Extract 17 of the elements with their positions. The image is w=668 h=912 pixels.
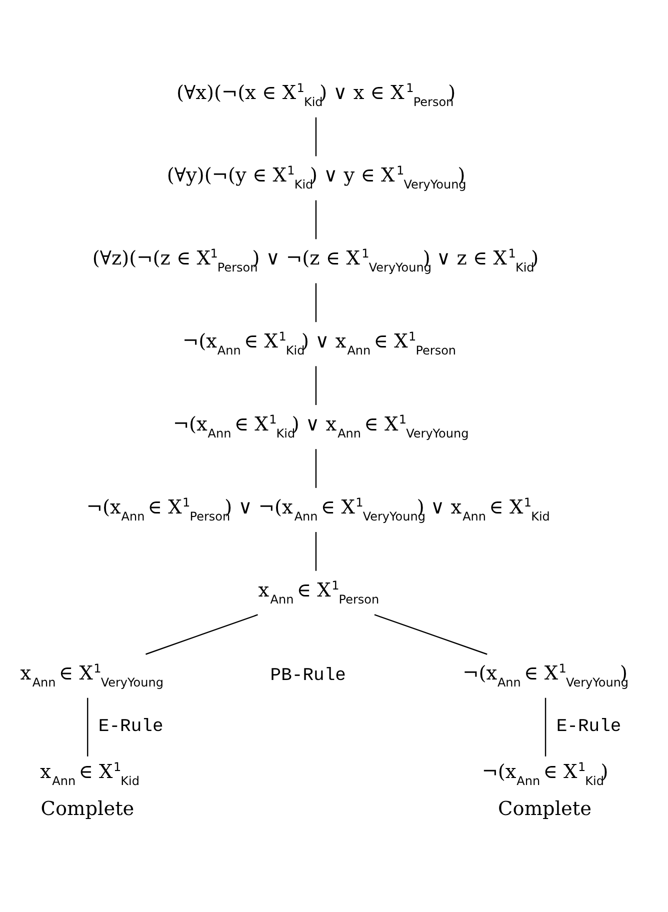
edge-label: E-Rule — [98, 717, 164, 738]
connector — [87, 698, 88, 756]
node-label: Complete — [498, 797, 592, 820]
node-text: ¬(x$_{Ann}$ ∈ X$^{1}$$_{Kid}$) — [482, 760, 608, 788]
node-text: (∀x)(¬(x ∈ X$^{1}$$_{Kid}$) ∨ x ∈ X$^{1}$$_{Person}$) — [176, 80, 456, 109]
connector — [146, 614, 258, 655]
connector — [374, 614, 488, 655]
connector — [315, 532, 317, 571]
node-label: Complete — [40, 797, 134, 820]
label: PB-Rule — [270, 666, 346, 686]
connector — [315, 200, 317, 240]
connector — [315, 283, 317, 322]
connector — [315, 117, 317, 156]
edge-label: E-Rule — [556, 717, 622, 738]
connector — [544, 698, 546, 756]
connector — [315, 449, 317, 488]
connector — [315, 366, 317, 405]
